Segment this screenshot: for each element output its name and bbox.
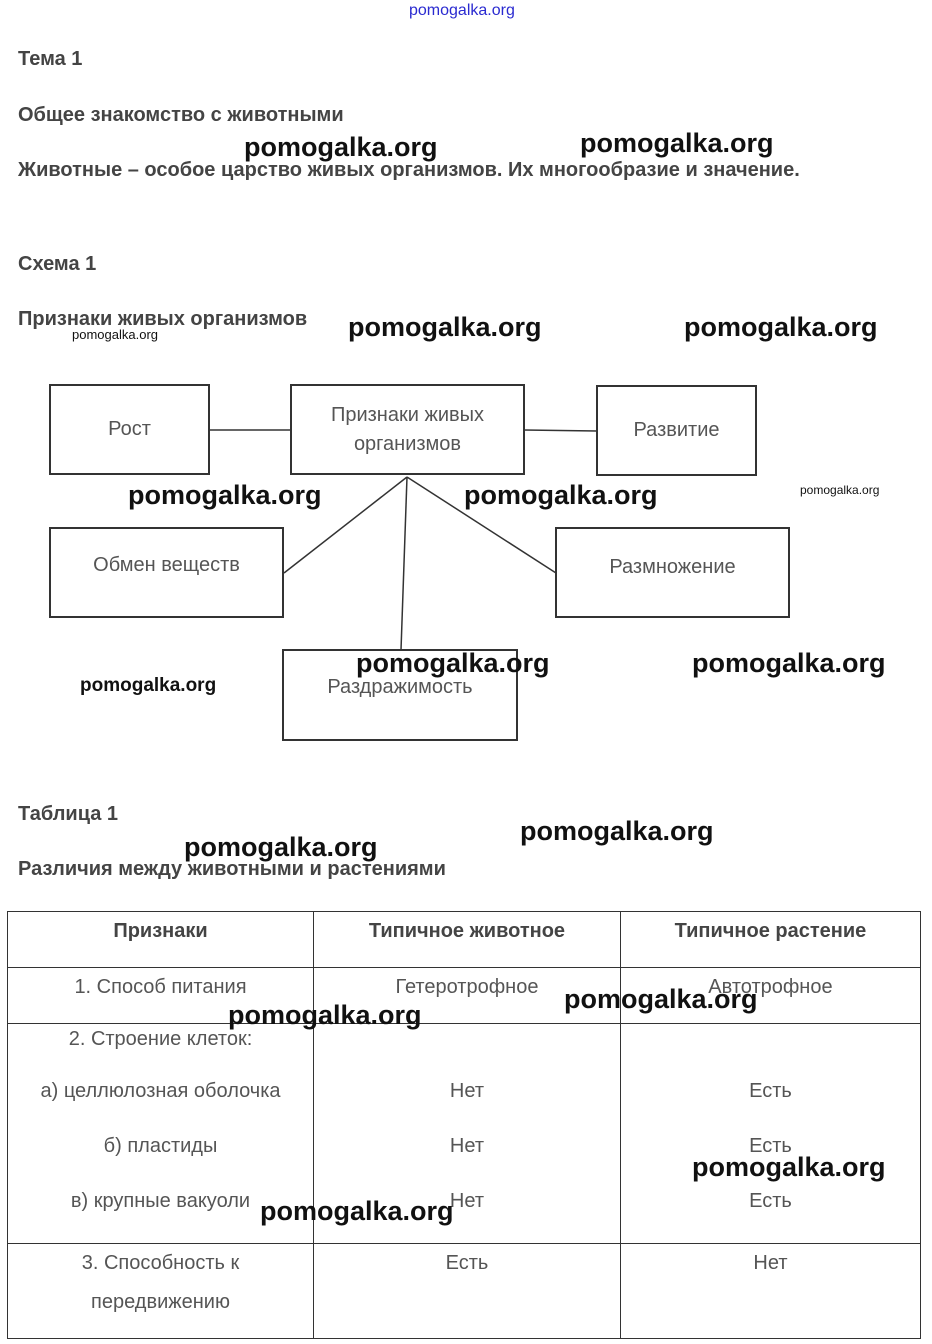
header-cell: Типичное растение [619,911,922,968]
scheme-title: Признаки живых организмов [18,308,308,330]
table-row: 2. Строение клеток: а) целлюлозная оболо… [7,1023,922,1244]
topic-subtitle: Общее знакомство с животными [18,104,344,126]
topic-label: Тема 1 [18,48,83,70]
cell-line: 2. Строение клеток: [68,1028,253,1050]
watermark: pomogalka.org [580,128,774,158]
table-row: 1. Способ питания Гетеротрофное Автотроф… [7,967,922,1024]
cell-line: Есть [749,1190,792,1212]
header-cell: Признаки [7,911,314,968]
scheme-label: Схема 1 [18,253,97,275]
watermark: pomogalka.org [800,483,880,497]
watermark: pomogalka.org [348,312,542,342]
table-cell: 2. Строение клеток: а) целлюлозная оболо… [7,1023,314,1244]
table-cell: 3. Способность к передвижению [7,1243,314,1339]
diagram-box-growth: Рост [49,384,210,475]
table-title: Различия между животными и растениями [18,858,446,880]
watermark: pomogalka.org [228,1000,422,1030]
cell-line: а) целлюлозная оболочка [40,1080,281,1102]
watermark: pomogalka.org [80,675,217,696]
differences-table: Признаки Типичное животное Типичное раст… [7,911,922,1339]
cell-line: б) пластиды [103,1135,218,1157]
table-cell: Есть [313,1243,621,1339]
table-cell: Гетеротрофное [313,967,621,1024]
watermark: pomogalka.org [244,132,438,162]
header-cell: Типичное животное [313,911,621,968]
watermark: pomogalka.org [128,480,322,510]
watermark: pomogalka.org [520,816,714,846]
table-cell: Нет Нет Нет [313,1023,621,1244]
watermark: pomogalka.org [356,648,550,678]
diagram-box-development: Развитие [596,385,757,476]
connector-line [406,476,557,574]
diagram-box-reproduction: Размножение [555,527,790,618]
cell-line: Есть [749,1135,792,1157]
diagram-connectors [209,429,598,651]
cell-line: Нет [449,1190,484,1212]
watermark: pomogalka.org [260,1196,454,1226]
diagram-box-irritability: Раздражимость [282,649,518,741]
connector-line [400,476,408,651]
intro-paragraph: Животные – особое царство живых организм… [18,159,800,181]
watermark: pomogalka.org [684,312,878,342]
table-header-row: Признаки Типичное животное Типичное раст… [7,911,922,968]
connector-line [523,429,598,432]
watermark: pomogalka.org [184,832,378,862]
watermark: pomogalka.org [692,648,886,678]
watermark: pomogalka.org [409,2,515,19]
diagram-box-metabolism: Обмен веществ [49,527,284,618]
cell-line: Есть [749,1080,792,1102]
cell-line: в) крупные вакуоли [70,1190,251,1212]
diagram-box-center: Признаки живых организмов [290,384,525,475]
cell-line: Нет [449,1135,484,1157]
table-cell: Есть Есть Есть [619,1023,922,1244]
table-label: Таблица 1 [18,803,119,825]
watermark: pomogalka.org [72,327,158,342]
table-cell: Автотрофное [619,967,922,1024]
watermark: pomogalka.org [564,984,758,1014]
watermark: pomogalka.org [464,480,658,510]
table-cell: Нет [619,1243,922,1339]
table-row: 3. Способность к передвижению Есть Нет [7,1243,922,1339]
connector-line [283,476,408,574]
watermark: pomogalka.org [692,1152,886,1182]
cell-line: Нет [449,1080,484,1102]
table-cell: 1. Способ питания [7,967,314,1024]
